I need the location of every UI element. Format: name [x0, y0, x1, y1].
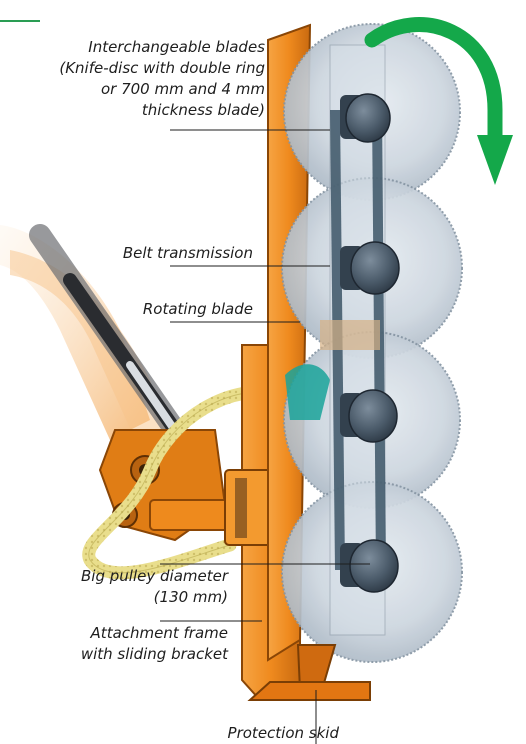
- pulley: [340, 242, 399, 294]
- label-line: (130 mm): [81, 587, 228, 608]
- label-protection-skid: Protection skid: [228, 723, 339, 744]
- label-belt-transmission: Belt transmission: [123, 243, 253, 264]
- label-line: Big pulley diameter: [81, 566, 228, 587]
- label-line: or 700 mm and 4 mm: [59, 79, 265, 100]
- label-attachment-frame: Attachment frame with sliding bracket: [81, 623, 228, 665]
- pulley: [340, 540, 398, 592]
- pulley: [340, 390, 397, 442]
- label-rotating-blade: Rotating blade: [143, 299, 253, 320]
- label-line: (Knife-disc with double ring: [59, 58, 265, 79]
- label-interchangeable-blades: Interchangeable blades (Knife-disc with …: [59, 37, 265, 121]
- pulley: [340, 94, 390, 142]
- label-line: with sliding bracket: [81, 644, 228, 665]
- label-line: thickness blade): [59, 100, 265, 121]
- label-line: Interchangeable blades: [59, 37, 265, 58]
- label-line: Attachment frame: [81, 623, 228, 644]
- label-big-pulley: Big pulley diameter (130 mm): [81, 566, 228, 608]
